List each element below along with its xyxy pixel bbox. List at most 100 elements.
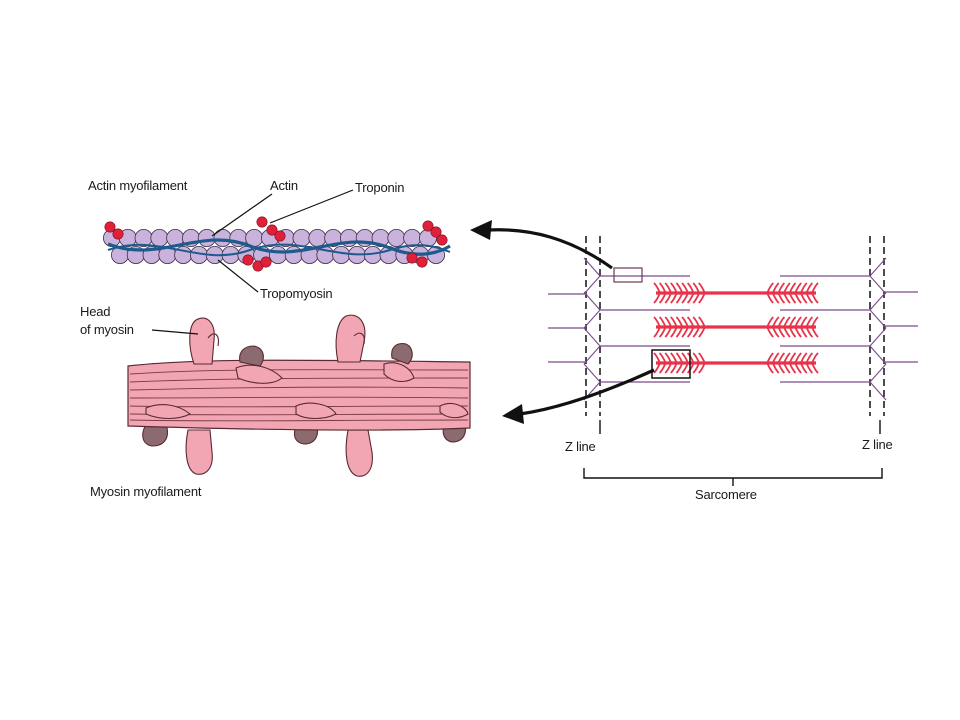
troponin-complex [112, 228, 124, 240]
z-disc-branch [869, 275, 887, 295]
z-disc-branch [869, 309, 887, 329]
troponin-complex [256, 216, 268, 228]
myosin-head-label-line1: Head [80, 304, 110, 319]
myosin-head [391, 343, 413, 365]
actin-leader-line [211, 193, 273, 237]
myosin-head-bristle [783, 282, 791, 304]
myosin-arrow-head [502, 404, 524, 424]
troponin-complex [274, 230, 286, 242]
myosin-head-bristle [658, 316, 667, 338]
myosin-head-bristle [653, 282, 661, 304]
actin-myofilament-label: Actin myofilament [88, 178, 188, 193]
myosin-head [345, 429, 373, 477]
myosin-myofilament-label: Myosin myofilament [90, 484, 202, 499]
myosin-head-bristle [670, 282, 678, 304]
myosin-head-bristle [664, 282, 673, 304]
z-disc-branch [583, 363, 601, 383]
myosin-head-bristle [653, 352, 661, 374]
troponin-complex [260, 256, 272, 268]
troponin-complex [422, 220, 434, 232]
myosin-head-bristle [794, 352, 802, 374]
myosin-arrow [519, 368, 655, 416]
myosin-head-bristle [777, 316, 786, 338]
arrows [470, 220, 655, 424]
actin-bead [213, 228, 232, 247]
myosin-head-bristle [799, 352, 808, 374]
myosin-labels: Head of myosin Myosin myofilament [80, 304, 202, 499]
z-disc-branch [583, 275, 601, 295]
myosin-head-bristle [794, 282, 802, 304]
myosin-head-bristle [692, 316, 701, 338]
tropomyosin-strand [107, 238, 451, 256]
myosin-head-bristle [771, 316, 780, 338]
actin-label: Actin [270, 178, 298, 193]
myosin-head-bristle [681, 316, 689, 338]
z-disc-branch [583, 327, 601, 347]
myosin-head-bristle [670, 316, 678, 338]
actin-bead [268, 245, 287, 264]
sarcomere-bracket [583, 468, 883, 479]
myosin-head-bristle [664, 352, 673, 374]
myosin-head-bristle [698, 282, 706, 304]
actin-myofilament [103, 216, 451, 272]
z-disc-branch [869, 345, 887, 365]
sarcomere: Z line Z line Sarcomere [548, 236, 918, 502]
z-disc-branch [583, 291, 601, 311]
actin-bead [292, 228, 311, 247]
myosin-head-label-line2: of myosin [80, 322, 134, 337]
actin-bead [387, 228, 406, 247]
myosin-head-bristle [766, 282, 774, 304]
myosin-head-bristle [692, 352, 701, 374]
myosin-head-bristle [811, 352, 819, 374]
myosin-head-bristle [777, 282, 786, 304]
myosin-tail-curl [439, 403, 469, 419]
actin-arrow [487, 228, 613, 270]
myosin-head-bristle [681, 282, 689, 304]
myosin-head-bristle [811, 316, 819, 338]
myosin-head [189, 317, 215, 365]
actin-bead [403, 228, 422, 247]
myosin-head-bristle [664, 316, 673, 338]
myosin-head-bristle [675, 352, 684, 374]
myosin-tail-curl [235, 364, 283, 384]
thick-filaments [653, 282, 819, 374]
myosin-myofilament [127, 314, 471, 477]
tropomyosin-label: Tropomyosin [260, 286, 332, 301]
z-disc-branch [869, 327, 887, 347]
troponin-leader-line [269, 189, 354, 224]
z-line-right-label: Z line [862, 437, 893, 452]
myosin-head-leader-line [151, 329, 199, 335]
troponin-complex [406, 252, 418, 264]
z-disc-branch [869, 257, 887, 277]
myosin-head-bristle [653, 316, 661, 338]
myosin-head-bristle [698, 316, 706, 338]
myosin-head-bristle [670, 352, 678, 374]
myosin-head-bristle [799, 316, 808, 338]
myosin-head-bristle [794, 316, 802, 338]
troponin-complex [416, 256, 428, 268]
myosin-head [239, 345, 264, 367]
myosin-head-bristle [771, 282, 780, 304]
myosin-tail-curl [295, 402, 337, 420]
z-disc-branch [869, 381, 887, 401]
myosin-head-bristle [777, 352, 786, 374]
myosin-head-bristle [805, 282, 814, 304]
myosin-head-bristle [686, 316, 695, 338]
myosin-head-bristle [658, 352, 667, 374]
myosin-highlight-box [651, 349, 691, 379]
myosin-head-bristle [658, 282, 667, 304]
troponin-complex [436, 234, 448, 246]
myosin-head-bristle [771, 352, 780, 374]
myosin-head-bristle [799, 282, 808, 304]
troponin-complex [430, 226, 442, 238]
actin-labels: Actin myofilament Actin Troponin Tropomy… [88, 178, 404, 301]
myosin-tail-curl [145, 404, 191, 420]
myosin-head-bristle [788, 352, 797, 374]
z-disc-branch [869, 363, 887, 383]
actin-bead [332, 245, 351, 264]
myosin-head-bristle [675, 316, 684, 338]
myosin-head-bristle [681, 352, 689, 374]
myosin-head [335, 314, 366, 363]
thin-filaments [548, 257, 918, 401]
myosin-head-bristle [686, 282, 695, 304]
